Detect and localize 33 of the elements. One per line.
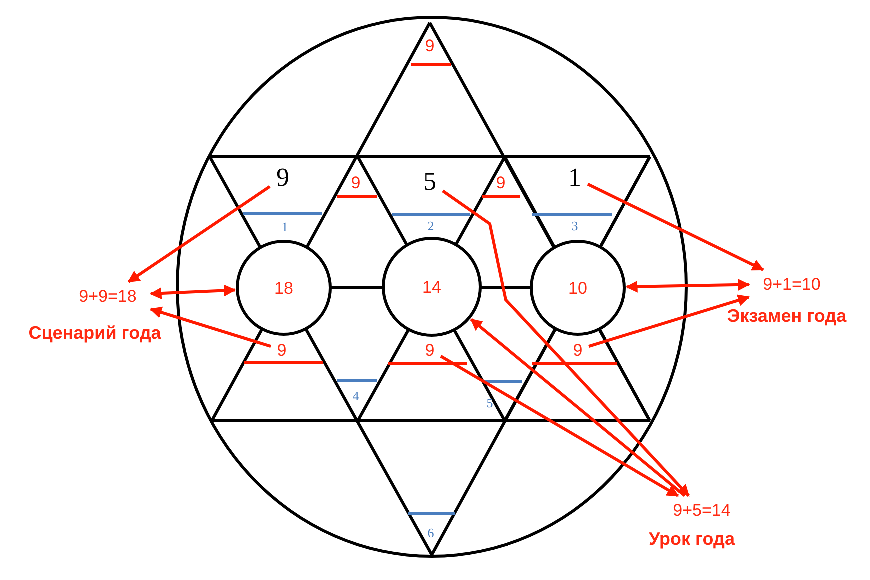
- number-circle: 10: [530, 240, 626, 336]
- formula-label: 9+9=18: [68, 285, 148, 307]
- number-label: 9: [425, 38, 435, 54]
- number-label: 9: [274, 340, 290, 360]
- formula-label: 9+5=14: [662, 499, 742, 521]
- number-label: 9: [496, 174, 506, 192]
- arrow: [626, 279, 750, 293]
- arrow: [588, 294, 750, 348]
- caption-label: Урок года: [649, 530, 735, 548]
- number-circle: 14: [382, 237, 482, 337]
- number-label: 1: [282, 220, 288, 234]
- number-circle: 18: [236, 240, 332, 336]
- number-label: 2: [428, 220, 434, 232]
- arrow: [150, 306, 272, 348]
- number-label: 9: [422, 340, 438, 360]
- formula-label: 9+1=10: [752, 273, 832, 295]
- number-label: 5: [420, 167, 440, 197]
- number-label: 4: [352, 390, 360, 402]
- number-label: 5: [486, 396, 494, 410]
- caption-label: Сценарий года: [28, 324, 162, 342]
- number-label: 9: [570, 340, 586, 360]
- number-label: 9: [273, 163, 293, 193]
- arrow: [440, 355, 680, 498]
- arrow: [150, 284, 236, 300]
- number-label: 1: [565, 163, 585, 193]
- arrow: [470, 318, 686, 498]
- number-label: 3: [572, 220, 578, 232]
- caption-label: Экзамен года: [727, 307, 847, 325]
- arrow: [442, 190, 690, 498]
- number-label: 9: [351, 174, 361, 192]
- number-label: 6: [428, 526, 434, 540]
- arrow: [587, 183, 764, 272]
- arrow: [128, 186, 271, 284]
